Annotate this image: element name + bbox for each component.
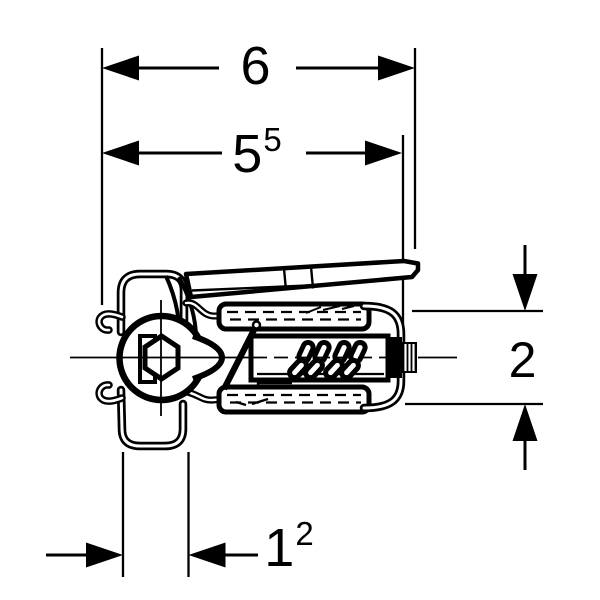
arrow-down-icon [512, 274, 538, 311]
clip-bottom-foot [95, 381, 188, 451]
pipe-clamp-part [70, 258, 457, 451]
dim-value: 5 [232, 124, 263, 184]
dimension-side-height [405, 245, 543, 470]
arrow-right-icon [378, 55, 415, 81]
dimension-overall-width [100, 48, 417, 305]
bottom-rubber-pad [216, 381, 372, 415]
lever-arm [183, 258, 421, 300]
dim-superscript: 5 [263, 121, 282, 158]
dim-label-foot-width: 12 [264, 517, 313, 578]
threaded-stud [386, 337, 417, 378]
dim-label-body-width: 55 [232, 123, 281, 184]
arrow-left-icon [102, 55, 139, 81]
dimension-body-width [102, 135, 405, 336]
arrow-right-icon [86, 542, 123, 568]
dimension-foot-width [46, 452, 258, 577]
arrow-right-icon [365, 140, 402, 166]
pivot-point [251, 320, 262, 330]
dim-superscript: 2 [295, 515, 314, 552]
dim-value: 6 [240, 36, 271, 96]
top-rubber-pad [216, 301, 372, 332]
dim-value: 1 [264, 518, 295, 578]
centerlines [70, 300, 457, 416]
arrow-left-icon [188, 542, 226, 568]
arrow-left-icon [102, 140, 139, 166]
dim-value: 2 [508, 332, 537, 388]
dim-label-overall-width: 6 [240, 39, 271, 93]
arrow-up-icon [512, 404, 538, 441]
dim-label-side-height: 2 [509, 335, 538, 385]
